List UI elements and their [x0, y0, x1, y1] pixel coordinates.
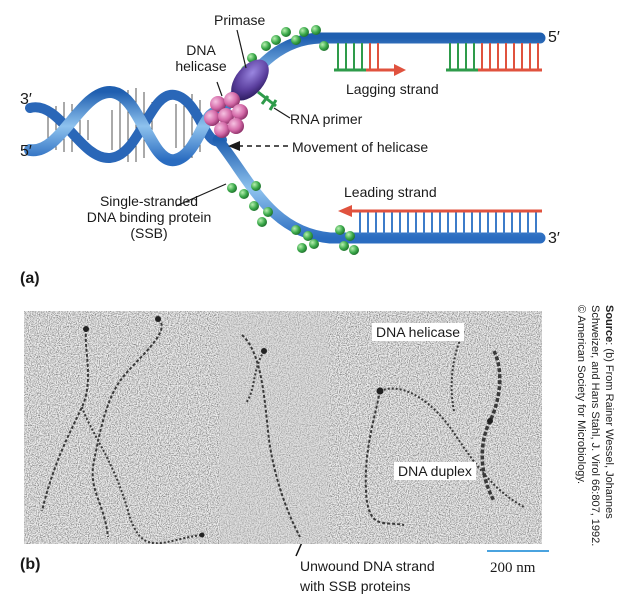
dna-helicase-label: DNA helicase	[166, 42, 236, 74]
source-credit-text: : (b) From Rainer Wessel, Johannes Schwe…	[575, 305, 615, 547]
leading-arrow	[338, 205, 352, 217]
unwound-strand-label: Unwound DNA strand with SSB proteins	[300, 558, 435, 594]
helix-strand-front	[24, 85, 228, 167]
electron-micrograph	[24, 311, 542, 544]
panel-a-tag: (a)	[20, 270, 40, 287]
movement-of-helicase-label: Movement of helicase	[292, 139, 429, 155]
source-credit-bold: Source	[603, 305, 615, 343]
ssb-label: Single-stranded DNA binding protein (SSB…	[74, 193, 224, 241]
leading-rungs	[359, 212, 537, 234]
rna-primer-label: RNA primer	[290, 111, 363, 127]
primase-protein	[231, 59, 269, 101]
lagging-rungs	[337, 43, 539, 70]
scale-bar-label: 200 nm	[490, 560, 536, 576]
panel-b-tag: (b)	[20, 556, 41, 573]
dna-helicase-label-line2: helicase	[175, 58, 227, 74]
lagging-strand-label: Lagging strand	[346, 81, 439, 97]
leading-template-strand	[212, 134, 546, 244]
ssb-label-line1: Single-stranded	[99, 193, 199, 209]
three-prime-left-label: 3′	[20, 91, 32, 108]
ssb-label-line2: DNA binding protein	[86, 209, 212, 225]
five-prime-top-label: 5′	[548, 29, 560, 46]
unwound-strand-label-line1: Unwound DNA strand	[300, 558, 435, 574]
scale-bar	[487, 550, 549, 552]
unwound-strand-label-line2: with SSB proteins	[300, 578, 411, 594]
leader-lines	[175, 29, 291, 207]
three-prime-bottom-label: 3′	[548, 230, 560, 247]
ssb-label-line3: (SSB)	[130, 225, 168, 241]
source-credit: Source: (b) From Rainer Wessel, Johannes…	[556, 305, 616, 555]
movement-arrow-head	[228, 141, 240, 151]
okazaki-arrow-1	[394, 64, 406, 76]
five-prime-left-label: 5′	[20, 143, 32, 160]
helicase-protein	[204, 92, 248, 138]
leading-strand-label: Leading strand	[344, 184, 437, 200]
primase-label: Primase	[214, 12, 266, 28]
micrograph-duplex-label: DNA duplex	[394, 462, 476, 480]
dna-helicase-label-line1: DNA	[186, 42, 216, 58]
fiber-knots	[83, 316, 493, 538]
rna-primer-mark	[257, 90, 278, 111]
micrograph-helicase-label: DNA helicase	[372, 323, 465, 341]
